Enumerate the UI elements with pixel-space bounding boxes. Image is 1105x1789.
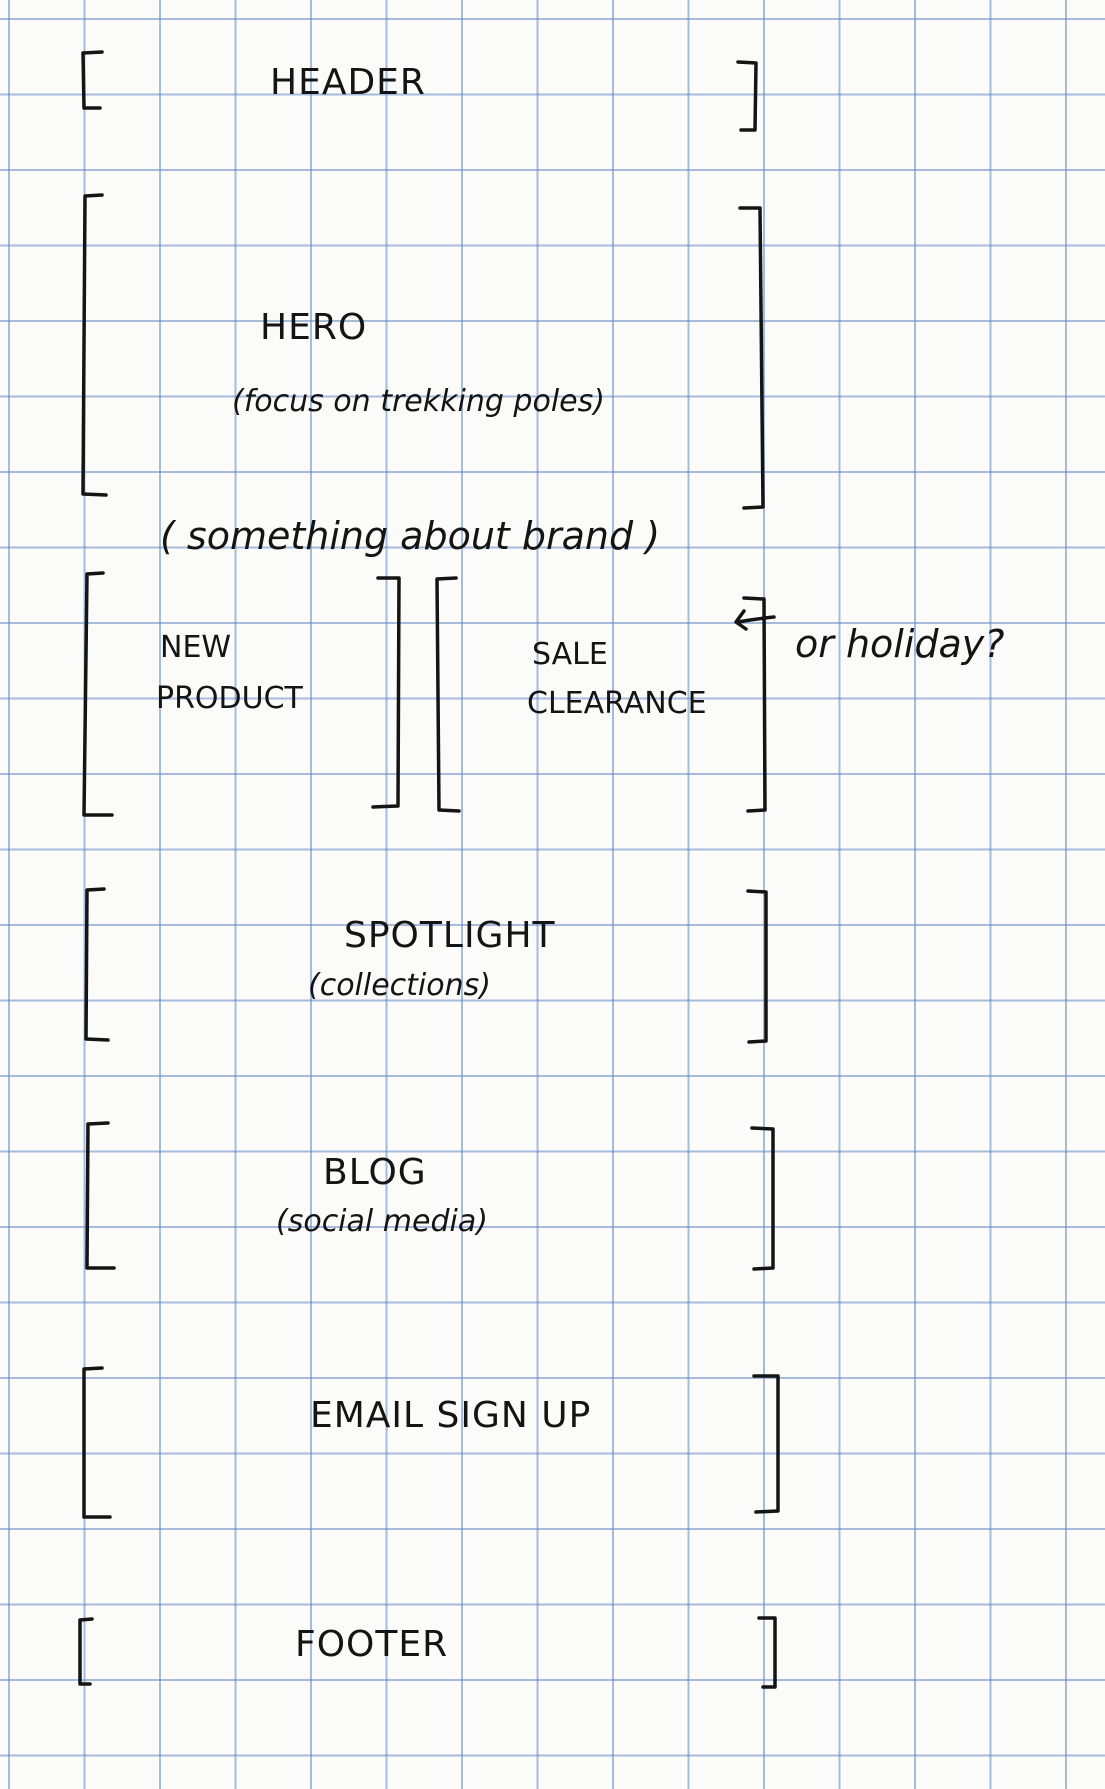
- hero-left-bracket: [81, 193, 108, 497]
- blog-label: BLOG: [323, 1152, 427, 1193]
- spotlight-label: SPOTLIGHT: [344, 915, 556, 956]
- new-product-left-bracket: [82, 571, 114, 817]
- blog-note: (social media): [276, 1204, 488, 1239]
- footer-label: FOOTER: [295, 1624, 449, 1665]
- sale-left-bracket: [435, 576, 461, 813]
- header-label: HEADER: [270, 62, 426, 103]
- email-signup-label: EMAIL SIGN UP: [310, 1395, 592, 1436]
- sale-annotation: or holiday?: [795, 622, 1005, 666]
- hero-label: HERO: [260, 307, 368, 348]
- new-product-right-bracket: [371, 576, 401, 809]
- sale-line1: SALE: [532, 637, 608, 672]
- blog-left-bracket: [85, 1121, 116, 1270]
- sale-line2: CLEARANCE: [527, 686, 707, 721]
- header-right-bracket: [736, 60, 758, 132]
- new-product-line2: PRODUCT: [156, 681, 303, 716]
- email-left-bracket: [82, 1366, 112, 1519]
- blog-right-bracket: [750, 1126, 775, 1271]
- hero-right-bracket: [738, 206, 765, 510]
- footer-left-bracket: [78, 1617, 94, 1686]
- spotlight-note: (collections): [308, 968, 491, 1003]
- header-left-bracket: [81, 50, 104, 110]
- sale-right-bracket: [742, 596, 767, 813]
- footer-right-bracket: [757, 1616, 777, 1689]
- brand-note: ( something about brand ): [160, 514, 661, 558]
- spotlight-right-bracket: [746, 889, 768, 1044]
- spotlight-left-bracket: [84, 887, 110, 1042]
- email-right-bracket: [752, 1374, 780, 1514]
- holiday-arrow: [734, 609, 776, 631]
- hero-note: (focus on trekking poles): [232, 384, 605, 419]
- new-product-line1: NEW: [160, 630, 232, 665]
